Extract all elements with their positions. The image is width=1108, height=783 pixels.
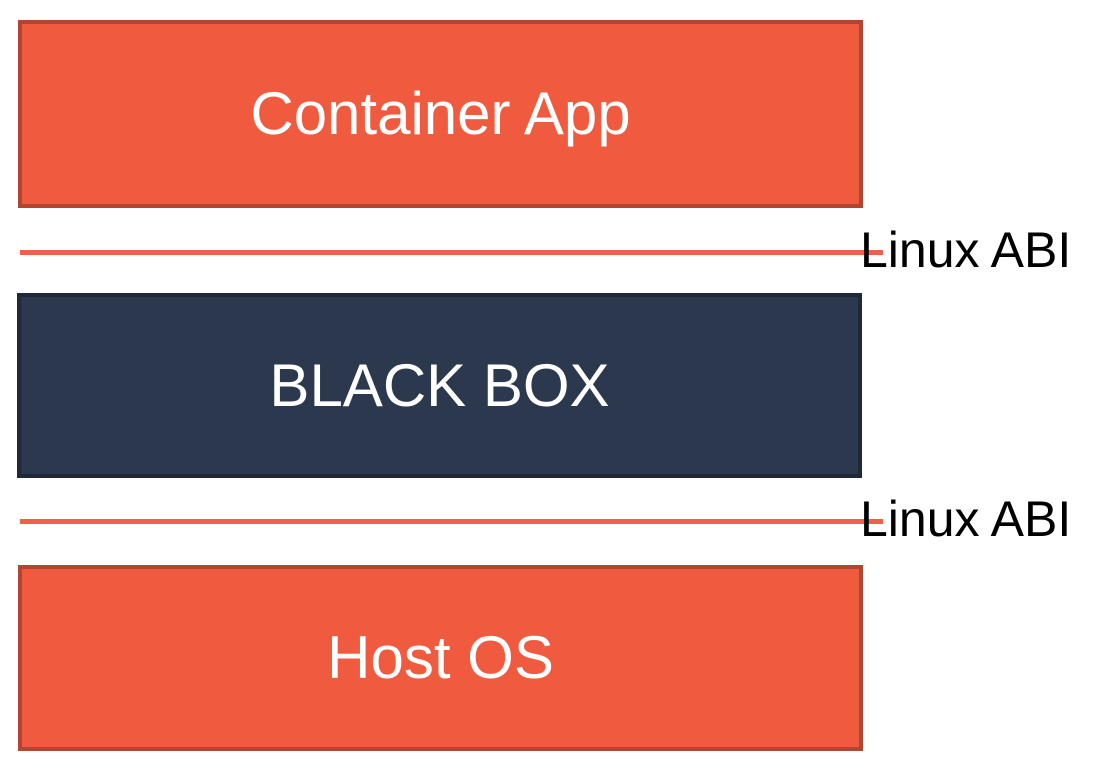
layer-box-host-os: Host OS xyxy=(18,565,863,751)
linux-abi-line-lower xyxy=(20,519,883,524)
linux-abi-line-upper xyxy=(20,250,883,255)
linux-abi-label-lower: Linux ABI xyxy=(860,491,1072,547)
layer-box-black-box: BLACK BOX xyxy=(17,293,862,478)
black-box-label: BLACK BOX xyxy=(269,351,610,419)
container-app-label: Container App xyxy=(250,80,631,147)
host-os-label: Host OS xyxy=(327,624,554,691)
linux-abi-label-upper: Linux ABI xyxy=(860,222,1072,278)
layer-box-container-app: Container App xyxy=(18,20,863,208)
